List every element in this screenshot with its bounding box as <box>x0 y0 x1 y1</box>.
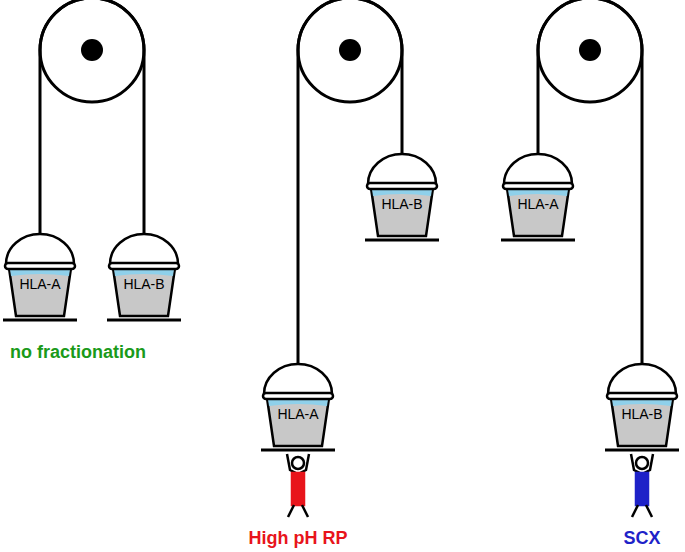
bucket: HLA-B <box>106 232 182 324</box>
rope <box>40 0 144 234</box>
stick-figure-red <box>287 454 309 517</box>
bucket: HLA-A <box>260 362 336 454</box>
bucket: HLA-A <box>500 152 576 244</box>
bucket: HLA-B <box>604 362 680 454</box>
method-label: High pH RP <box>249 528 348 549</box>
bucket: HLA-A <box>2 232 78 324</box>
bucket-label: HLA-A <box>2 276 78 292</box>
bucket-label: HLA-B <box>106 276 182 292</box>
bucket-label: HLA-A <box>500 196 576 212</box>
stick-figure-blue <box>631 454 653 517</box>
bucket-label: HLA-A <box>260 406 336 422</box>
method-label: SCX <box>623 528 660 549</box>
pulley-axle <box>81 39 601 61</box>
bucket: HLA-B <box>364 152 440 244</box>
bucket-label: HLA-B <box>604 406 680 422</box>
method-label: no fractionation <box>10 342 146 363</box>
bucket-label: HLA-B <box>364 196 440 212</box>
